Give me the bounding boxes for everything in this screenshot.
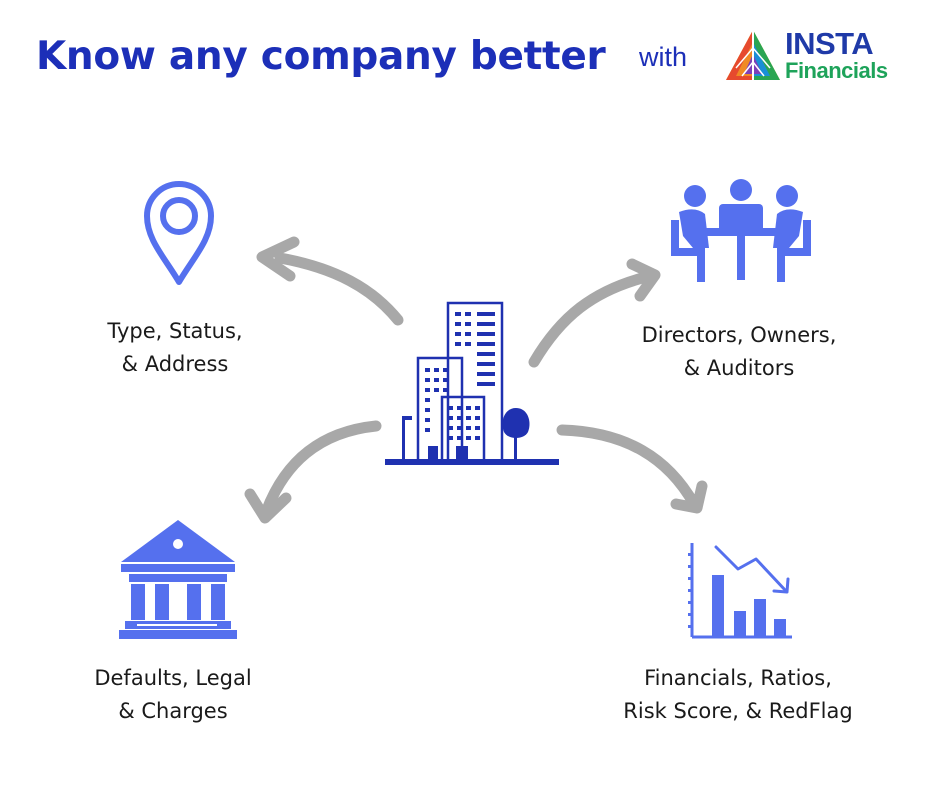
label-directors-owners-auditors: Directors, Owners, & Auditors xyxy=(614,319,864,385)
label-line: Type, Status, xyxy=(107,319,243,343)
logo-insta-text: INSTA xyxy=(785,26,874,61)
logo-leaf-icon xyxy=(726,30,780,82)
page-title: Know any company better xyxy=(36,34,606,79)
label-line: Risk Score, & RedFlag xyxy=(623,699,853,723)
declining-chart-icon xyxy=(688,543,792,639)
arrow-to-bottom-right xyxy=(556,424,708,514)
label-line: & Address xyxy=(121,352,229,376)
logo-financials-text: Financials xyxy=(785,58,888,83)
label-line: Directors, Owners, xyxy=(641,323,837,347)
arrow-to-top-right xyxy=(528,258,661,368)
label-line: & Charges xyxy=(118,699,228,723)
with-text: with xyxy=(639,42,688,72)
insta-financials-logo: INSTA Financials xyxy=(722,26,902,84)
meeting-people-icon xyxy=(671,179,811,282)
location-pin-icon xyxy=(144,181,214,285)
arrow-to-top-left xyxy=(256,236,404,326)
label-defaults-legal-charges: Defaults, Legal & Charges xyxy=(48,662,298,728)
company-building-icon xyxy=(385,301,559,465)
label-type-status-address: Type, Status, & Address xyxy=(60,315,290,381)
bank-building-icon xyxy=(119,520,237,639)
label-financials-ratios-riskscore-redflag: Financials, Ratios, Risk Score, & RedFla… xyxy=(598,662,878,728)
arrow-to-bottom-left xyxy=(244,420,382,524)
label-line: Defaults, Legal xyxy=(94,666,252,690)
label-line: Financials, Ratios, xyxy=(644,666,832,690)
label-line: & Auditors xyxy=(683,356,795,380)
